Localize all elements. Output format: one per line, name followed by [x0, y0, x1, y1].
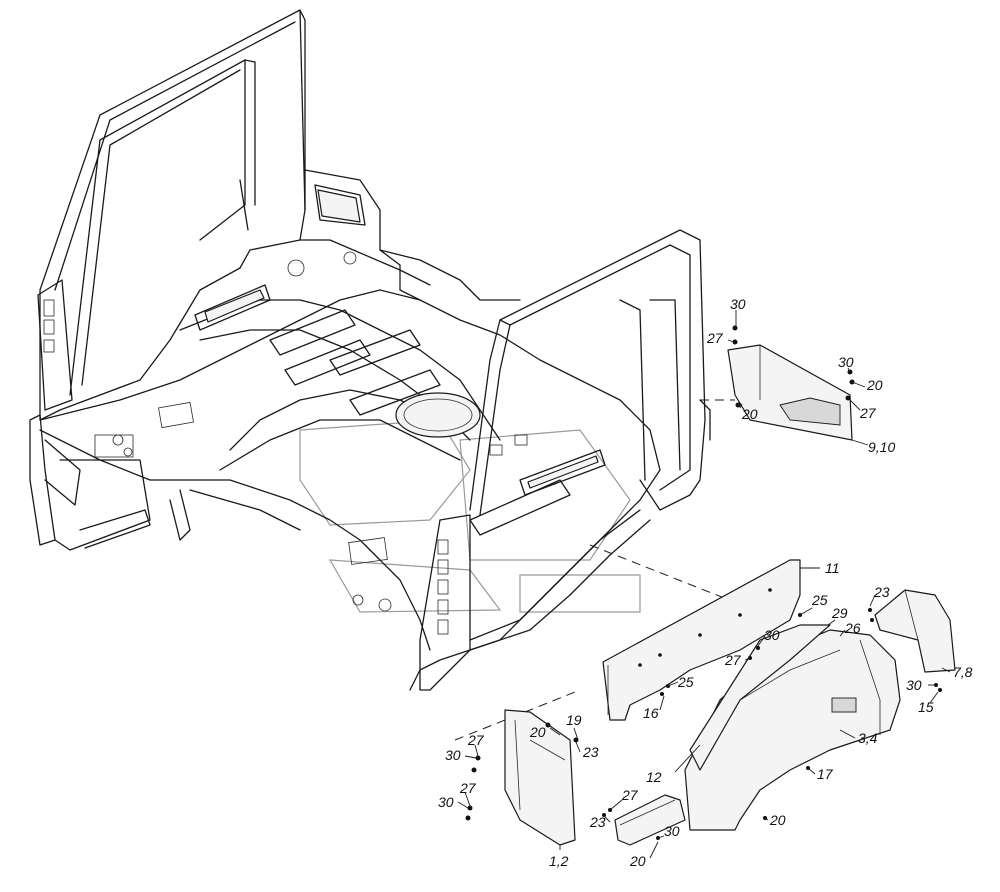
callout-20-d: 20	[629, 853, 646, 869]
callout-30-g: 30	[664, 823, 680, 839]
bottom-bracket	[602, 794, 686, 846]
callout-19: 19	[566, 712, 582, 728]
part-7-8	[874, 589, 956, 673]
callout-30-b: 30	[838, 354, 854, 370]
callout-3-4: 3,4	[858, 730, 878, 746]
callout-30-e: 30	[445, 747, 461, 763]
callout-23-c: 23	[589, 814, 606, 830]
callout-labels: 30 27 20 30 20 27 9,10 11 23 25 29 26 30…	[438, 296, 973, 869]
callout-25-b: 25	[677, 674, 694, 690]
callout-17: 17	[817, 766, 834, 782]
part-9-10	[727, 325, 855, 441]
callout-15: 15	[918, 699, 934, 715]
callout-20-c: 20	[769, 812, 786, 828]
callout-20-a: 20	[741, 406, 758, 422]
callout-23-b: 23	[582, 744, 599, 760]
callout-27-d: 27	[467, 732, 485, 748]
cab-body	[29, 9, 711, 691]
callout-30-c: 30	[764, 627, 780, 643]
callout-27-b: 27	[859, 405, 877, 421]
callout-27-c: 27	[724, 652, 742, 668]
callout-20-b: 20	[866, 377, 883, 393]
callout-30-a: 30	[730, 296, 746, 312]
callout-23-a: 23	[873, 584, 890, 600]
callout-1-2: 1,2	[549, 853, 569, 869]
part-3-4-fender	[684, 624, 901, 831]
callout-20-e: 20	[529, 724, 546, 740]
callout-26: 26	[844, 620, 861, 636]
callout-30-d: 30	[906, 677, 922, 693]
callout-27-e: 27	[459, 780, 477, 796]
part-1-2-mudflap	[465, 709, 579, 846]
callout-27-f: 27	[621, 787, 639, 803]
callout-27-a: 27	[706, 330, 724, 346]
callout-29: 29	[831, 605, 848, 621]
callout-11: 11	[825, 560, 840, 576]
callout-30-f: 30	[438, 794, 454, 810]
callout-9-10: 9,10	[868, 439, 895, 455]
leader-lines	[457, 310, 951, 859]
callout-25-a: 25	[811, 592, 828, 608]
part-11	[602, 559, 801, 721]
callout-12: 12	[646, 769, 662, 785]
callout-16: 16	[643, 705, 659, 721]
callout-7-8: 7,8	[953, 664, 973, 680]
